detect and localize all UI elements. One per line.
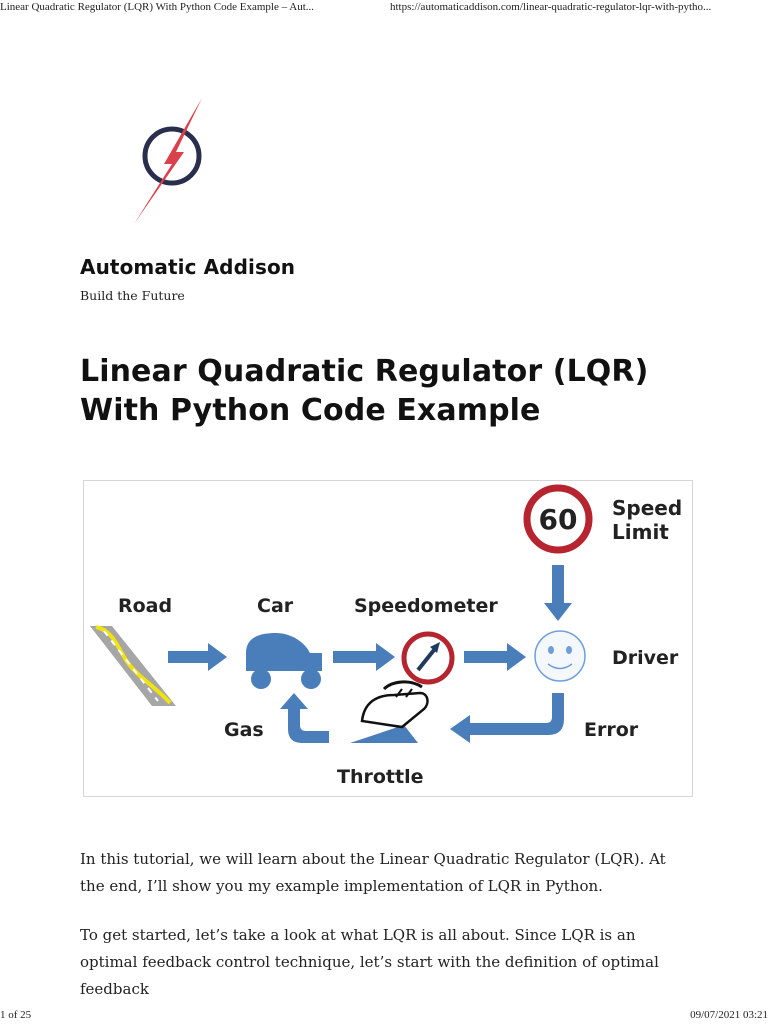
- print-header-url: https://automaticaddison.com/linear-quad…: [390, 1, 712, 13]
- arrow-throttle-to-car: [280, 693, 329, 743]
- speedometer-label: Speedometer: [354, 595, 498, 617]
- page-number: 1 of 25: [0, 1009, 32, 1021]
- site-logo[interactable]: [118, 92, 258, 232]
- arrow-car-to-speedometer: [333, 643, 395, 671]
- road-icon: [90, 625, 176, 706]
- driver-face-icon: [534, 630, 586, 682]
- print-header: Linear Quadratic Regulator (LQR) With Py…: [0, 0, 768, 18]
- arrow-speedometer-to-driver: [464, 643, 526, 671]
- arrow-road-to-car: [168, 643, 227, 671]
- speed-limit-label-line1: Speed: [612, 496, 682, 520]
- site-title-link[interactable]: Automatic Addison: [80, 255, 296, 279]
- throttle-pedal-icon: [350, 680, 429, 743]
- feedback-control-diagram: Road Car Speedometer Speed Limit Driver …: [83, 480, 693, 797]
- throttle-label: Throttle: [337, 766, 423, 788]
- car-icon: [246, 633, 322, 689]
- road-label: Road: [118, 595, 172, 617]
- paragraph-getting-started: To get started, let’s take a look at wha…: [80, 926, 659, 998]
- speedometer-icon: [401, 631, 455, 685]
- site-tagline: Build the Future: [80, 288, 185, 303]
- driver-label: Driver: [612, 647, 679, 669]
- speed-limit-value: 60: [539, 503, 578, 536]
- error-label: Error: [584, 719, 639, 741]
- paragraph-intro: In this tutorial, we will learn about th…: [80, 850, 666, 895]
- print-header-title: Linear Quadratic Regulator (LQR) With Py…: [0, 1, 315, 13]
- arrow-sign-to-driver: [544, 565, 572, 621]
- arrow-driver-to-throttle: [450, 693, 564, 743]
- car-label: Car: [257, 595, 294, 617]
- lightning-bolt-logo-icon: [134, 98, 202, 224]
- speed-limit-sign-icon: 60: [523, 484, 593, 554]
- print-footer: 1 of 25 09/07/2021 03:21: [0, 1009, 768, 1024]
- article-content: In this tutorial, we will learn about th…: [80, 846, 692, 1025]
- speed-limit-label-line2: Limit: [612, 520, 669, 544]
- gas-label: Gas: [224, 719, 264, 741]
- print-datetime: 09/07/2021 03:21: [690, 1009, 768, 1021]
- page-title: Linear Quadratic Regulator (LQR) With Py…: [80, 354, 649, 428]
